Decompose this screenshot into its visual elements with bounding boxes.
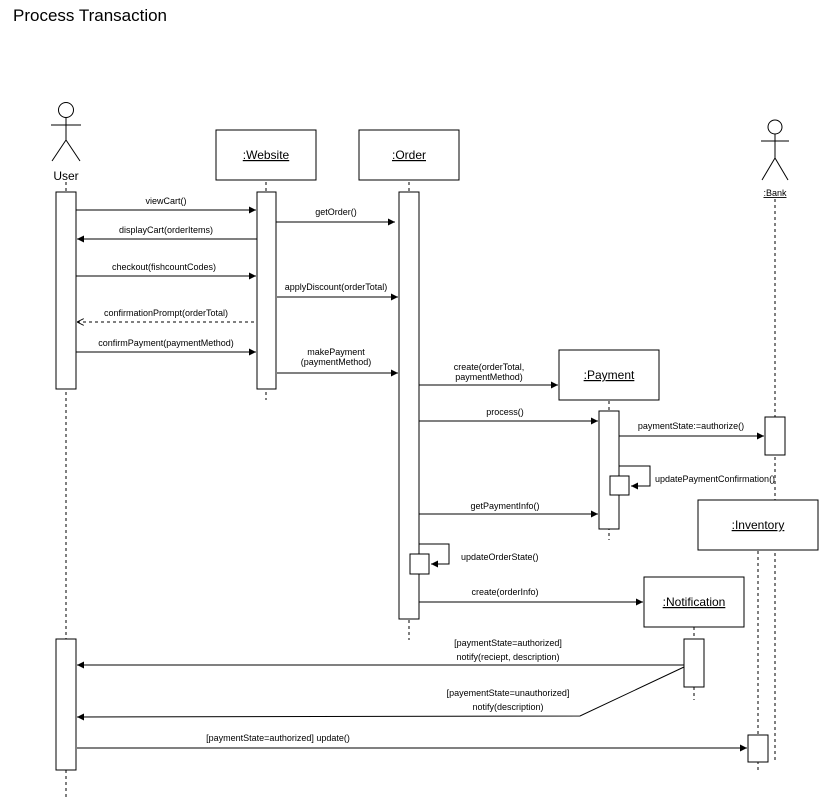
message-make-payment: makePayment (paymentMethod) [277, 347, 398, 377]
user-activation-1 [55, 191, 77, 390]
message-notify-unauthorized: [payementState=unauthorized] notify(desc… [76, 666, 685, 721]
message-payment-state-authorize: paymentState:=authorize() [619, 421, 764, 440]
message-confirm-payment: confirmPayment(paymentMethod) [76, 338, 256, 356]
message-apply-discount: applyDiscount(orderTotal) [277, 282, 398, 301]
inventory-label: :Inventory [732, 518, 785, 532]
order-label: :Order [392, 148, 426, 162]
order-object: :Order [358, 129, 460, 181]
message-update-order-state: updateOrderState() [419, 543, 539, 568]
user-actor: User [51, 102, 81, 183]
svg-text:notify(reciept, description): notify(reciept, description) [456, 652, 559, 662]
notification-label: :Notification [663, 595, 726, 609]
website-activation [256, 191, 277, 390]
svg-text:notify(description): notify(description) [472, 702, 543, 712]
svg-text:(paymentMethod): (paymentMethod) [301, 357, 372, 367]
message-get-order: getOrder() [276, 207, 395, 226]
bank-actor: :Bank [761, 119, 789, 198]
svg-text:updatePaymentConfirmation(): updatePaymentConfirmation() [655, 474, 775, 484]
order-self-activation [409, 553, 430, 575]
svg-text:getOrder(): getOrder() [315, 207, 357, 217]
message-process: process() [419, 407, 598, 425]
svg-text:updateOrderState(): updateOrderState() [461, 552, 539, 562]
svg-text:process(): process() [486, 407, 524, 417]
svg-text:create(orderTotal,: create(orderTotal, [454, 362, 525, 372]
payment-label: :Payment [584, 368, 635, 382]
payment-object: :Payment [558, 349, 660, 401]
svg-text:viewCart(): viewCart() [145, 196, 186, 206]
message-inventory-update: [paymentState=authorized] update() [77, 733, 747, 752]
inventory-object: :Inventory [697, 499, 819, 551]
user-label: User [53, 169, 78, 183]
message-create-notification: create(orderInfo) [419, 587, 643, 606]
svg-text:paymentState:=authorize(): paymentState:=authorize() [638, 421, 744, 431]
diagram-title: Process Transaction [13, 6, 167, 25]
user-activation-2 [55, 638, 77, 771]
message-display-cart: displayCart(orderItems) [77, 225, 257, 243]
message-view-cart: viewCart() [76, 196, 256, 214]
svg-text:[paymentState=authorized]: [paymentState=authorized] [454, 638, 562, 648]
message-notify-authorized: [paymentState=authorized] notify(reciept… [77, 638, 684, 669]
svg-text:confirmationPrompt(orderTotal): confirmationPrompt(orderTotal) [104, 308, 228, 318]
notification-object: :Notification [643, 576, 745, 628]
svg-text:makePayment: makePayment [307, 347, 365, 357]
message-create-payment: create(orderTotal, paymentMethod) [419, 362, 558, 389]
svg-text:applyDiscount(orderTotal): applyDiscount(orderTotal) [285, 282, 388, 292]
notification-activation [683, 638, 705, 688]
svg-text:checkout(fishcountCodes): checkout(fishcountCodes) [112, 262, 216, 272]
svg-text:paymentMethod): paymentMethod) [455, 372, 523, 382]
user-stick-figure-icon [51, 102, 81, 162]
svg-text:displayCart(orderItems): displayCart(orderItems) [119, 225, 213, 235]
payment-self-activation [609, 475, 630, 496]
svg-text:[payementState=unauthorized]: [payementState=unauthorized] [447, 688, 570, 698]
order-activation [398, 191, 420, 620]
svg-text:getPaymentInfo(): getPaymentInfo() [470, 501, 539, 511]
inventory-activation [747, 734, 769, 763]
message-get-payment-info: getPaymentInfo() [419, 501, 598, 518]
svg-text:confirmPayment(paymentMethod): confirmPayment(paymentMethod) [98, 338, 234, 348]
bank-activation [764, 416, 786, 456]
svg-text:[paymentState=authorized] upda: [paymentState=authorized] update() [206, 733, 350, 743]
message-checkout: checkout(fishcountCodes) [76, 262, 256, 280]
message-update-payment-confirmation: updatePaymentConfirmation() [619, 465, 775, 490]
website-label: :Website [243, 148, 290, 162]
website-object: :Website [215, 129, 317, 181]
bank-stick-figure-icon [761, 119, 789, 181]
message-confirmation-prompt: confirmationPrompt(orderTotal) [77, 308, 254, 322]
payment-activation [598, 410, 620, 530]
svg-text:create(orderInfo): create(orderInfo) [471, 587, 538, 597]
bank-label: :Bank [763, 188, 787, 198]
